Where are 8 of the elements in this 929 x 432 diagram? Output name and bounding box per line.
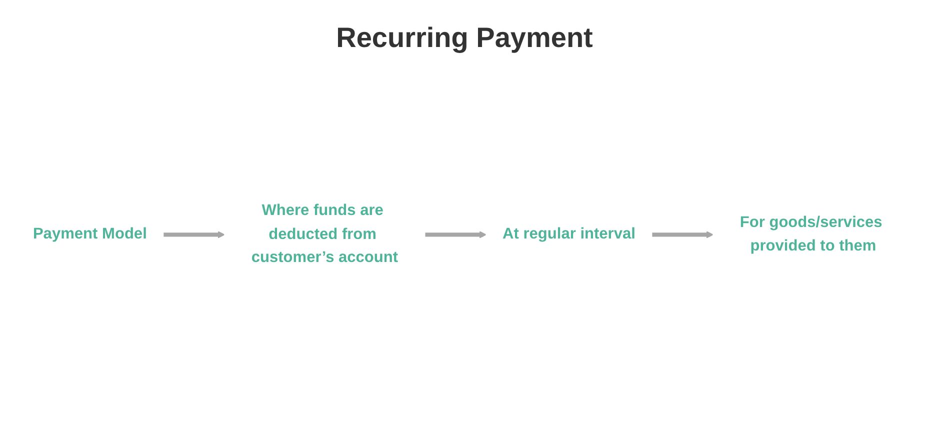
arrow (651, 231, 713, 239)
node-text: At regular interval (502, 226, 635, 243)
title: Recurring Payment (336, 22, 593, 54)
node-text: Where funds are deducted from customer’s account (250, 202, 398, 266)
arrow (424, 231, 486, 239)
node-text: Payment Model (32, 226, 146, 243)
node-text: For goods/services provided to them (739, 214, 882, 255)
arrow (162, 231, 224, 239)
